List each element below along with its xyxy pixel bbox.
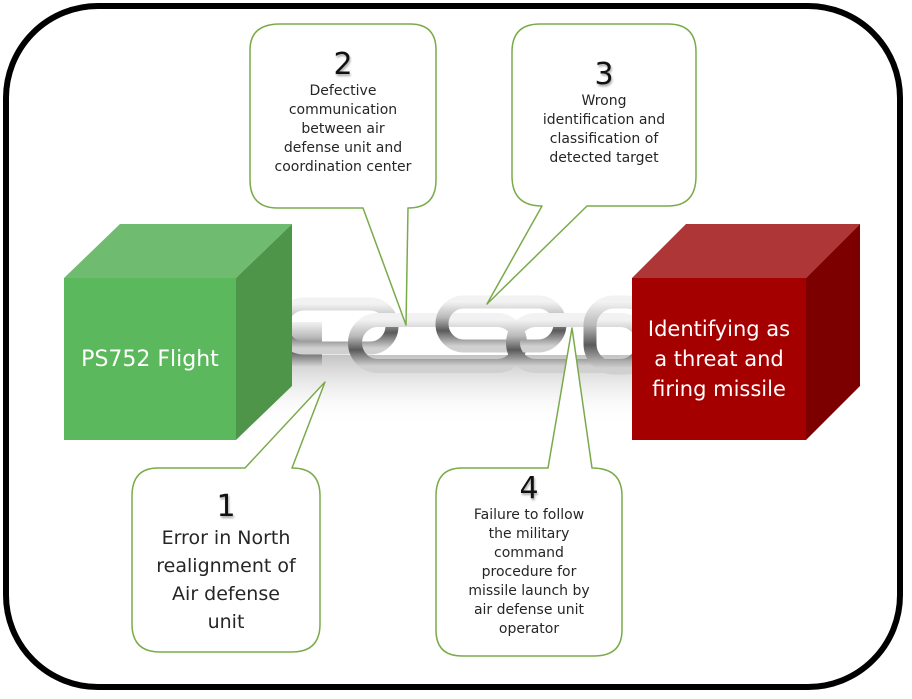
callout-4-line: air defense unit <box>473 602 585 618</box>
callout-4-number: 4 <box>519 471 539 506</box>
callout-2-line: communication <box>288 102 398 118</box>
cube-right-face <box>806 224 860 440</box>
callout-1-line: Air defense <box>172 583 280 605</box>
cube-top-face <box>632 224 860 278</box>
callout-4-line: operator <box>498 621 560 637</box>
callout-3-line: detected target <box>549 150 659 166</box>
callout-4: 4 Failure to follow the military command… <box>438 472 620 639</box>
callout-1-number: 1 <box>216 489 236 524</box>
callout-4-line: command <box>494 545 564 561</box>
callout-4-line: Failure to follow <box>473 507 585 523</box>
start-block-cube <box>64 224 292 440</box>
callout-2-number: 2 <box>333 47 353 82</box>
cube-top-face <box>64 224 292 278</box>
callout-1-line: realignment of <box>156 555 296 577</box>
cube-front-face <box>64 278 236 440</box>
callout-3: 3 Wrong identification and classificatio… <box>514 58 694 168</box>
callout-1-line: unit <box>207 611 245 633</box>
callout-2-line: defense unit and <box>283 140 403 156</box>
cube-front-face <box>632 278 806 440</box>
callout-2-line: coordination center <box>274 159 412 175</box>
callout-4-line: the military <box>488 526 570 542</box>
end-block-line: Identifying as <box>647 317 791 341</box>
callout-3-line: identification and <box>542 112 666 128</box>
callout-3-bubble <box>486 23 697 305</box>
callout-4-bubble <box>435 327 623 657</box>
cube-right-face <box>236 224 292 440</box>
callout-4-line: procedure for <box>481 564 577 580</box>
start-block-text: PS752 Flight <box>81 346 219 372</box>
end-block-line: firing missile <box>652 377 786 401</box>
callout-1-line: Error in North <box>161 527 291 549</box>
callout-3-line: classification of <box>549 131 659 147</box>
end-block-cube <box>632 224 860 440</box>
callout-4-line: missile launch by <box>468 583 590 599</box>
callout-1-bubble <box>131 381 326 653</box>
callout-1: 1 Error in North realignment of Air defe… <box>134 490 318 636</box>
callout-2-bubble <box>249 23 437 326</box>
start-block-label: PS752 Flight <box>64 278 236 440</box>
callout-3-number: 3 <box>594 57 614 92</box>
callout-2: 2 Defective communication between air de… <box>252 48 434 177</box>
callout-3-line: Wrong <box>581 93 627 109</box>
callout-2-line: between air <box>301 121 385 137</box>
end-block-line: a threat and <box>654 347 784 371</box>
callout-2-line: Defective <box>309 83 377 99</box>
end-block-label: Identifying as a threat and firing missi… <box>632 278 806 440</box>
